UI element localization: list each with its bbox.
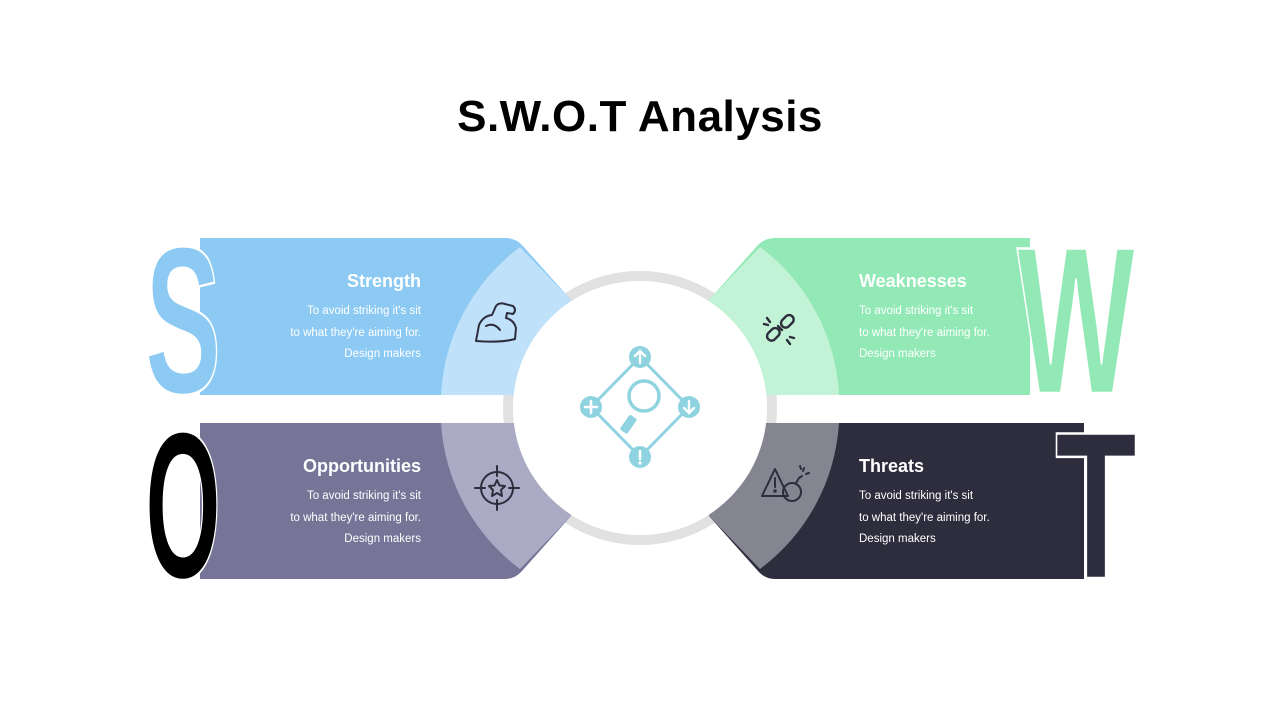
weakness-description: To avoid striking it's sit to what they'… — [859, 301, 990, 366]
strength-line-1: To avoid striking it's sit — [306, 305, 421, 317]
opportunity-line-1: To avoid striking it's sit — [306, 490, 421, 502]
weakness-title: Weaknesses — [859, 271, 967, 291]
threat-title: Threats — [859, 456, 925, 476]
strength-line-2: to what they're aiming for. — [290, 326, 421, 339]
strength-letter: S — [145, 203, 221, 438]
strength-title: Strength — [347, 271, 421, 291]
broken-link-icon — [762, 313, 796, 346]
threat-line-3: Design makers — [859, 533, 936, 545]
opportunity-line-3: Design makers — [344, 533, 421, 545]
strength-description: To avoid striking it's sit to what they'… — [260, 301, 421, 366]
opportunity-letter: O — [145, 388, 221, 623]
swot-analysis-icon — [580, 346, 700, 468]
threat-line-2: to what they're aiming for. — [859, 511, 990, 524]
threat-description: To avoid striking it's sit to what they'… — [859, 486, 990, 551]
slide-title: S.W.O.T Analysis — [457, 92, 823, 141]
warning-bomb-icon — [761, 465, 810, 502]
opportunity-description: To avoid striking it's sit to what they'… — [260, 486, 421, 551]
star-target-icon — [474, 465, 520, 511]
weakness-line-2: to what they're aiming for. — [859, 326, 990, 339]
threat-letter: T — [1055, 388, 1137, 623]
opportunity-line-2: to what they're aiming for. — [290, 511, 421, 524]
center-ring — [503, 271, 777, 545]
weakness-line-3: Design makers — [859, 348, 936, 360]
strength-line-3: Design makers — [344, 348, 421, 360]
weakness-letter: W — [1017, 203, 1135, 438]
flexed-arm-icon — [475, 302, 517, 343]
threat-line-1: To avoid striking it's sit — [859, 490, 974, 502]
opportunity-title: Opportunities — [303, 456, 421, 476]
weakness-line-1: To avoid striking it's sit — [859, 305, 974, 317]
